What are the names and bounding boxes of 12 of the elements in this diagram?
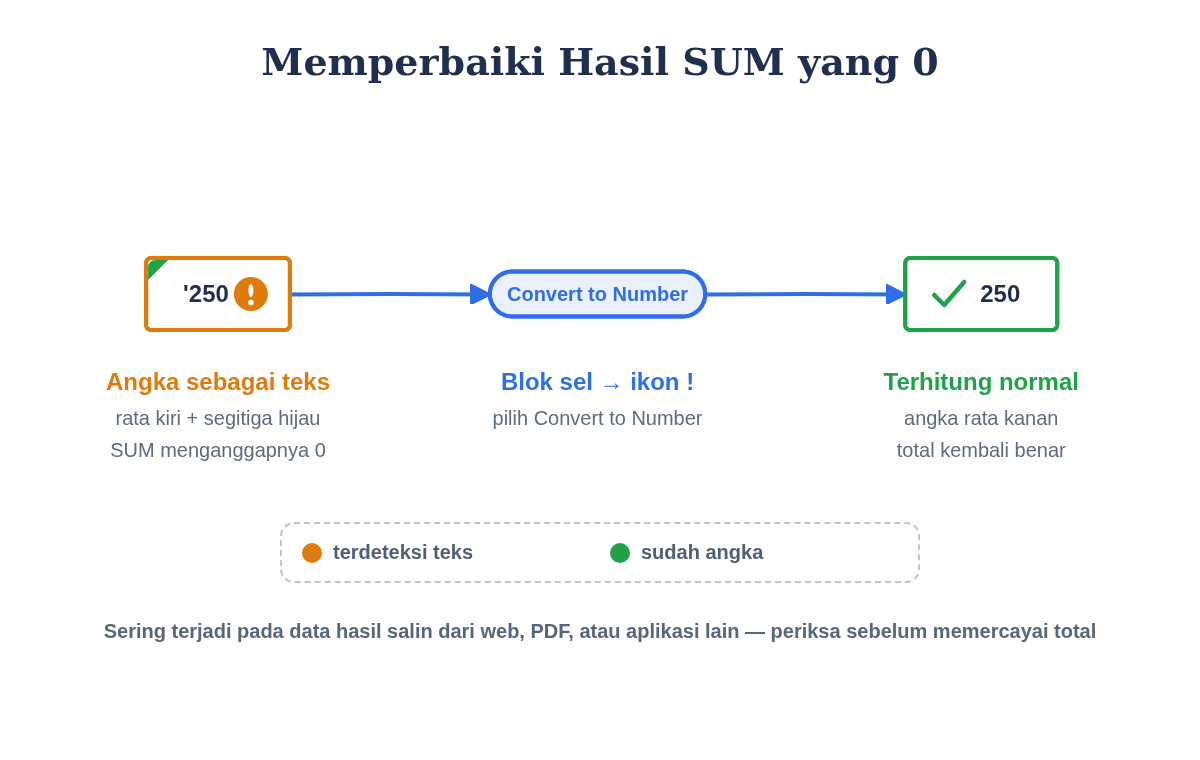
step-description: pilih Convert to Number	[492, 407, 703, 429]
step-heading: Angka sebagai teks	[106, 368, 331, 396]
step-description: rata kiri + segitiga hijau	[115, 407, 321, 429]
caption-text: Sering terjadi pada data hasil salin dari web, PDF, atau aplikasi lain — periksa sebelum memercayai total	[103, 620, 1097, 643]
step-description: SUM menganggapnya 0	[110, 439, 327, 461]
step-heading: Terhitung normal	[883, 368, 1080, 396]
legend-label: sudah angka	[641, 541, 764, 564]
diagram-title: Memperbaiki Hasil SUM yang 0	[261, 38, 939, 86]
step-heading: Blok sel → ikon !	[501, 368, 695, 396]
legend-label: terdeteksi teks	[333, 541, 474, 564]
step-description: angka rata kanan	[904, 407, 1059, 429]
step-description: total kembali benar	[897, 439, 1067, 461]
